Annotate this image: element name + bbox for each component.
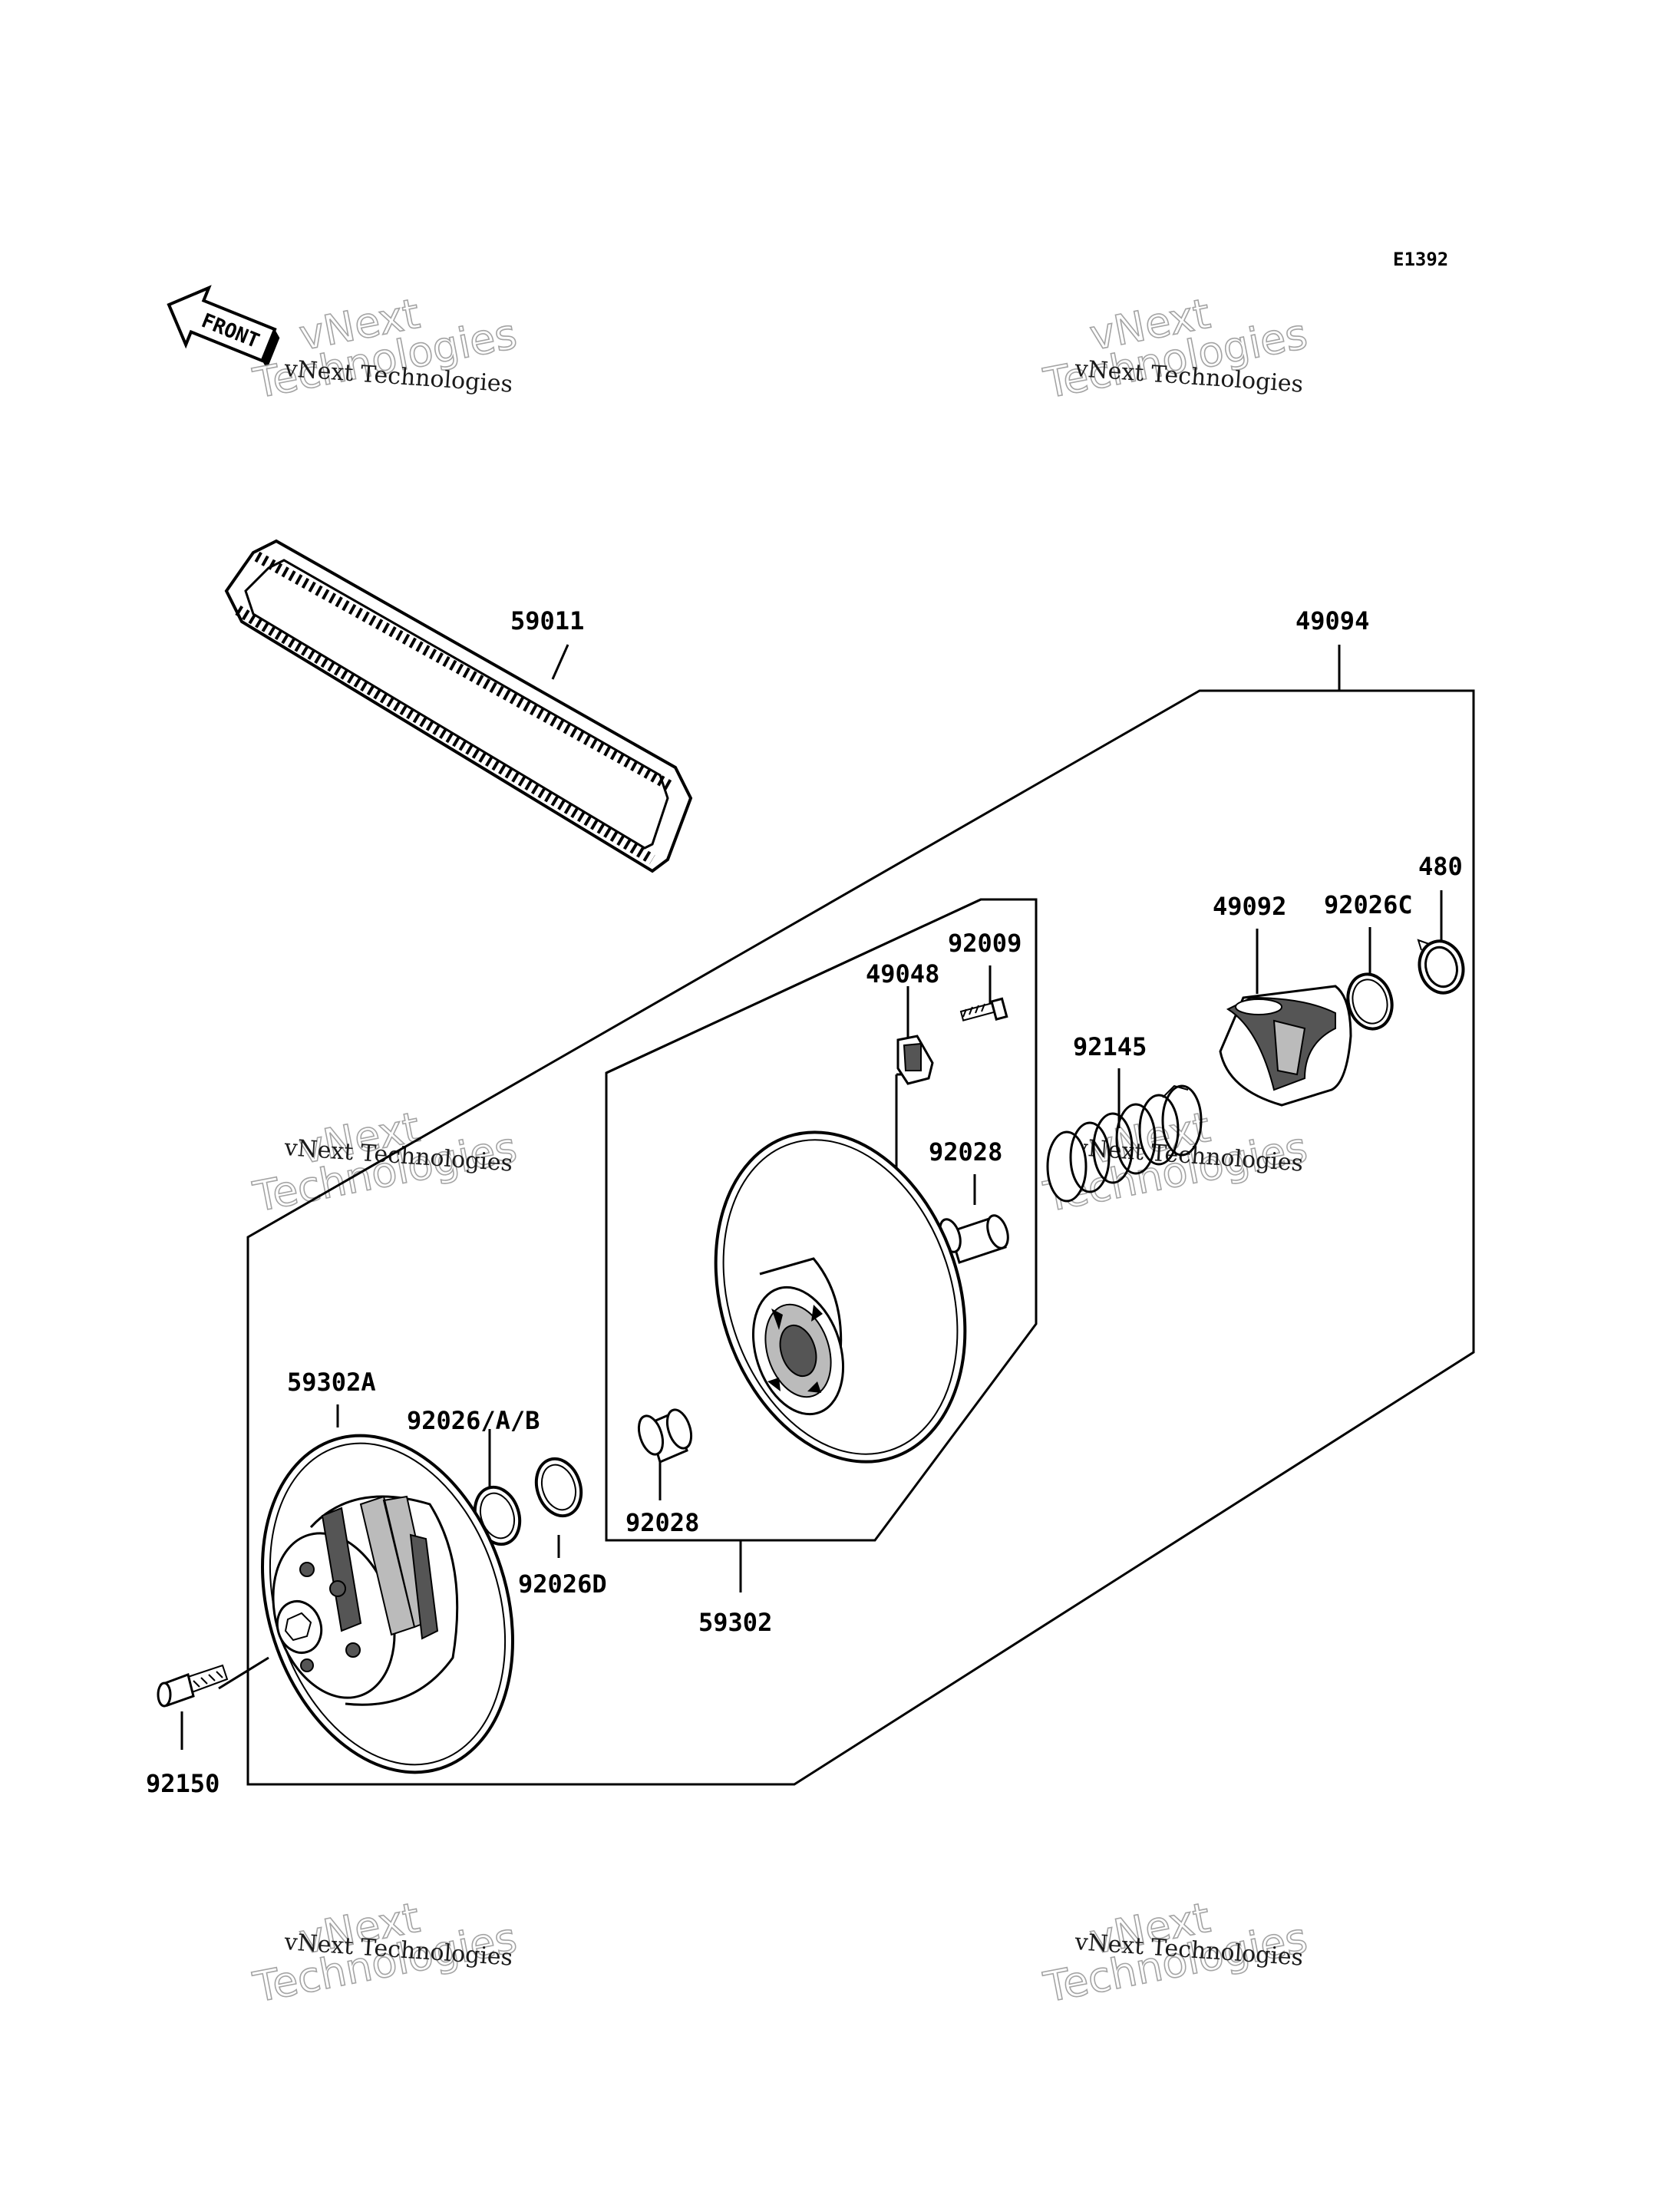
label-59302: 59302 xyxy=(698,1608,772,1637)
drive-belt xyxy=(224,539,693,873)
label-92009: 92009 xyxy=(948,929,1022,958)
shoe-49048 xyxy=(896,1035,934,1085)
washer-92026c xyxy=(1346,972,1394,1031)
washer-92026d xyxy=(534,1457,583,1518)
movable-sheave-59302 xyxy=(714,1130,967,1464)
label-92026ab: 92026/A/B xyxy=(407,1406,540,1435)
fixed-sheave-59302a xyxy=(261,1434,514,1774)
label-92028-lower: 92028 xyxy=(625,1508,699,1537)
watermark: vNext Technologies vNext Technologies vN… xyxy=(241,271,1312,2013)
snap-ring-480 xyxy=(1417,939,1465,995)
part-labels: 59011 49094 480 92026C 49092 92009 49048… xyxy=(146,606,1463,1798)
label-92026d: 92026D xyxy=(518,1569,607,1599)
label-49048: 49048 xyxy=(866,959,939,988)
bushing-92028-lower xyxy=(637,1408,693,1464)
label-92026c: 92026C xyxy=(1324,890,1413,919)
assembly-outline xyxy=(246,689,1475,1786)
diagram-code: E1392 xyxy=(1393,249,1448,270)
label-49092: 49092 xyxy=(1213,892,1286,921)
cam-49092 xyxy=(1219,985,1352,1107)
label-92145: 92145 xyxy=(1073,1032,1147,1061)
screw-92009 xyxy=(959,997,1008,1021)
label-480: 480 xyxy=(1418,852,1463,881)
label-92028-upper: 92028 xyxy=(929,1137,1002,1167)
label-59011: 59011 xyxy=(510,606,584,635)
label-92150: 92150 xyxy=(146,1769,219,1798)
bolt-92150 xyxy=(157,1664,229,1708)
label-49094: 49094 xyxy=(1295,606,1369,635)
spring-92145 xyxy=(1046,1084,1203,1203)
label-59302a: 59302A xyxy=(287,1368,376,1397)
bushing-92028-upper xyxy=(939,1214,1009,1264)
